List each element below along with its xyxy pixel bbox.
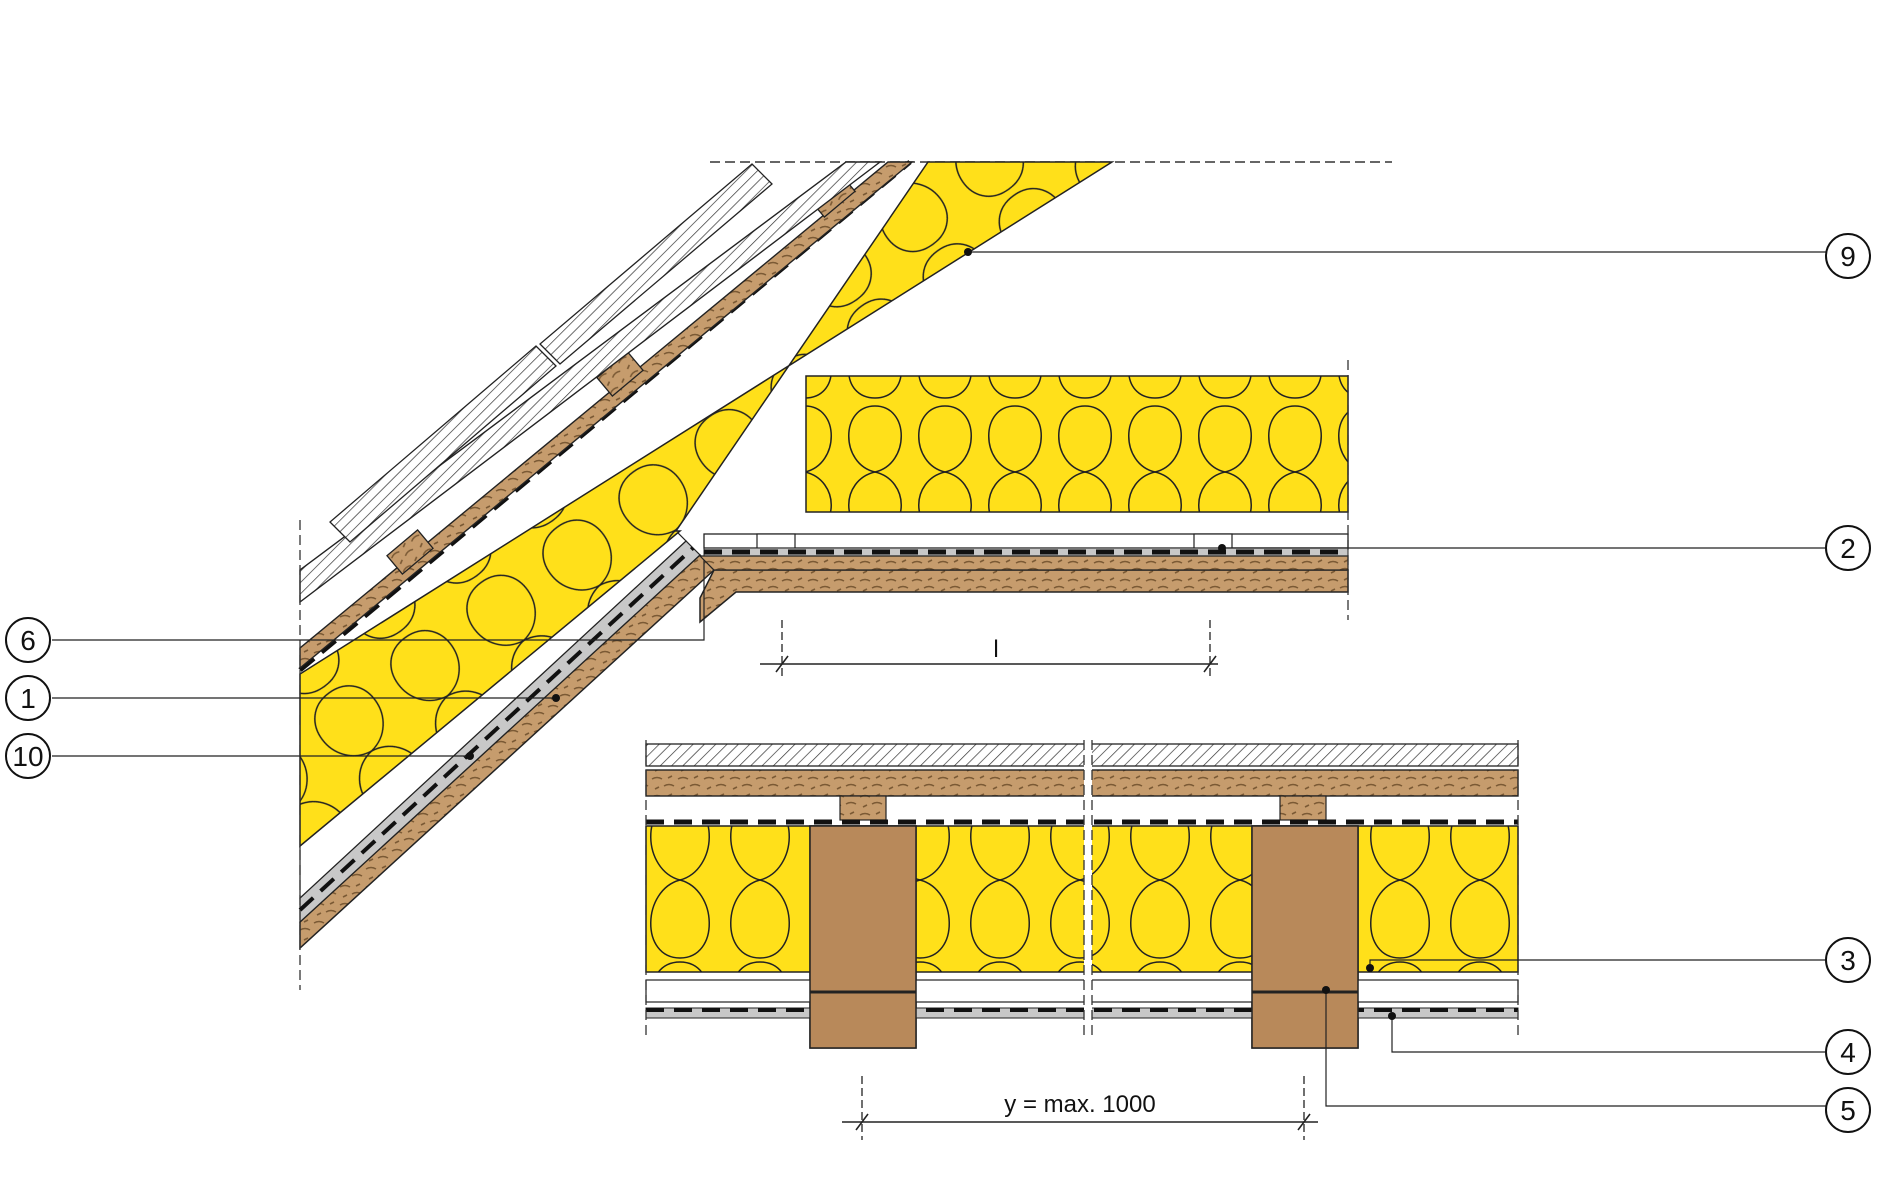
callout-9: 9: [1825, 233, 1871, 279]
rafter-cross-section: [645, 740, 1519, 1049]
sloped-roof-section: [298, 160, 1115, 990]
svg-text:10: 10: [12, 741, 43, 772]
leader-dots: [466, 248, 1396, 1020]
ceiling-section: [698, 360, 1349, 624]
callout-5: 5: [1825, 1087, 1871, 1133]
roof-tiles-sloped: [299, 161, 883, 604]
dimension-l: l: [760, 620, 1218, 680]
ceiling-board: [699, 569, 1349, 624]
dimension-y: y = max. 1000: [842, 1076, 1318, 1140]
svg-text:3: 3: [1840, 945, 1856, 976]
section-insulation: [645, 825, 1519, 973]
callout-2: 2: [1825, 525, 1871, 571]
callout-10: 10: [5, 733, 51, 779]
svg-text:4: 4: [1840, 1037, 1856, 1068]
dimension-y-label: y = max. 1000: [1004, 1091, 1155, 1118]
ceiling-insulation: [805, 375, 1349, 513]
callout-4: 4: [1825, 1029, 1871, 1075]
callout-6: 6: [5, 617, 51, 663]
roof-tiles-section: [645, 743, 1519, 767]
svg-text:2: 2: [1840, 533, 1856, 564]
svg-text:5: 5: [1840, 1095, 1856, 1126]
svg-text:1: 1: [20, 683, 36, 714]
svg-text:9: 9: [1840, 241, 1856, 272]
dimension-l-label: l: [993, 636, 998, 663]
svg-text:6: 6: [20, 625, 36, 656]
callout-1: 1: [5, 675, 51, 721]
callout-3: 3: [1825, 937, 1871, 983]
ceiling-service-cavity: [703, 533, 1349, 549]
